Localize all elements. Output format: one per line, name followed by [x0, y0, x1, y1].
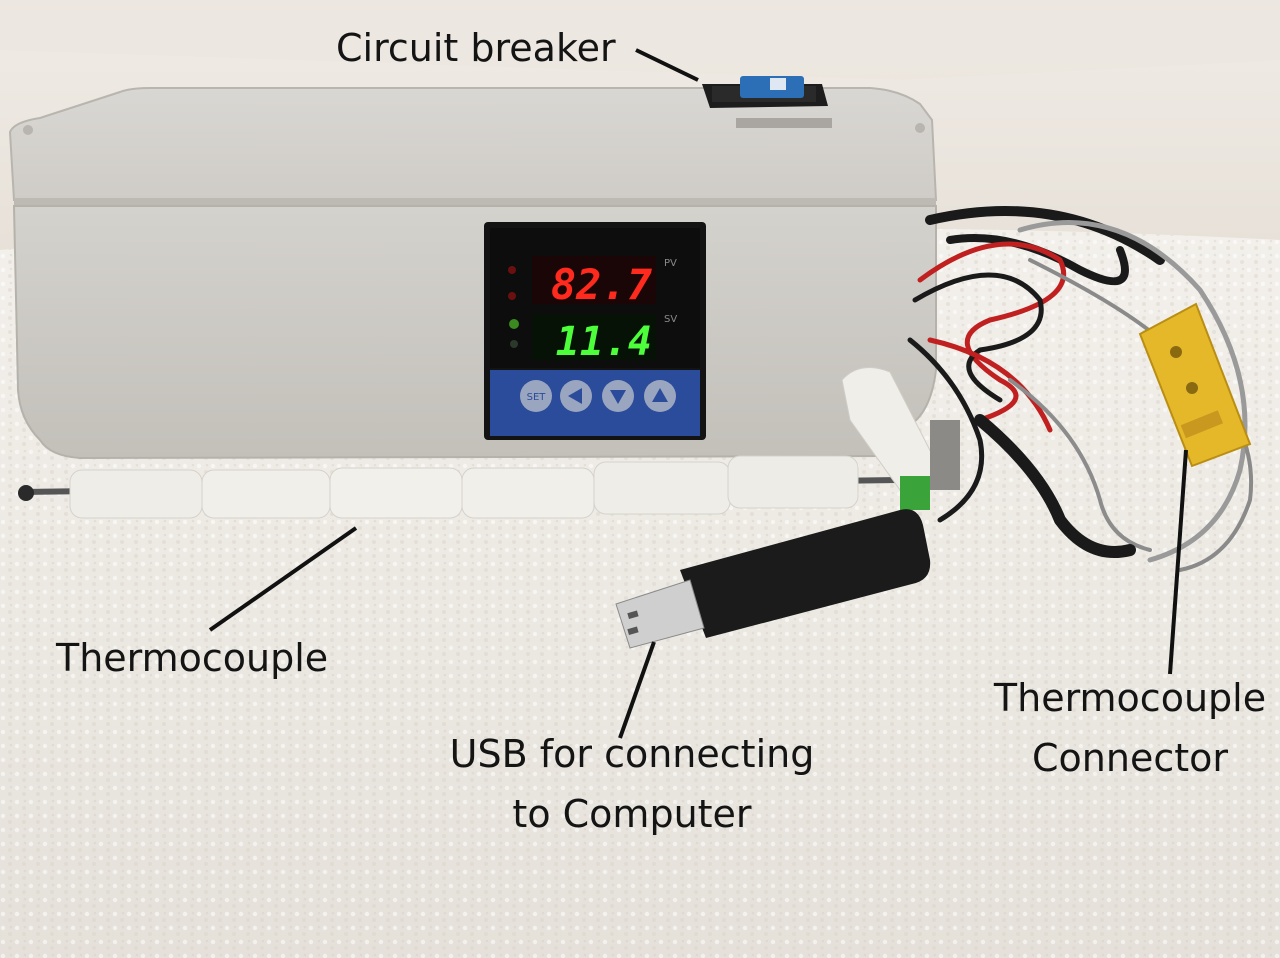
- thermocouple-connector: [1138, 302, 1252, 468]
- set-button[interactable]: [520, 380, 552, 412]
- usb-label: USB for connecting to Computer: [446, 724, 818, 844]
- up-arrow-icon: [652, 388, 668, 402]
- left-arrow-icon: [568, 388, 582, 404]
- thermocouple-connector-label-line-1: Thermocouple: [993, 676, 1267, 720]
- window-frame: [0, 0, 1280, 80]
- down-arrow-icon: [610, 390, 626, 404]
- thermocouple-probe: [18, 367, 960, 519]
- sv-readout: 11.4: [556, 319, 652, 365]
- usb-adapter: [615, 509, 931, 649]
- usb-label-line-1: USB for connecting: [449, 732, 815, 776]
- thermocouple-connector-label-line-2: Connector: [1032, 736, 1228, 780]
- enclosure-box: [8, 87, 938, 460]
- callout-lines: [208, 48, 1188, 739]
- thermocouple-connector-label: Thermocouple Connector: [988, 668, 1272, 788]
- thermocouple-label: Thermocouple: [56, 636, 329, 680]
- sv-label: SV: [664, 314, 677, 325]
- usb-label-line-2: to Computer: [512, 792, 752, 836]
- pv-readout: 82.7: [551, 260, 653, 309]
- pv-label: PV: [664, 258, 677, 269]
- circuit-breaker-label: Circuit breaker: [336, 26, 616, 70]
- circuit-breaker-switch: [702, 76, 828, 108]
- temperature-controller: PV SV 82.7 11.4 SET: [484, 222, 706, 440]
- cable-bundle: [907, 206, 1254, 572]
- set-button-label: SET: [527, 392, 547, 403]
